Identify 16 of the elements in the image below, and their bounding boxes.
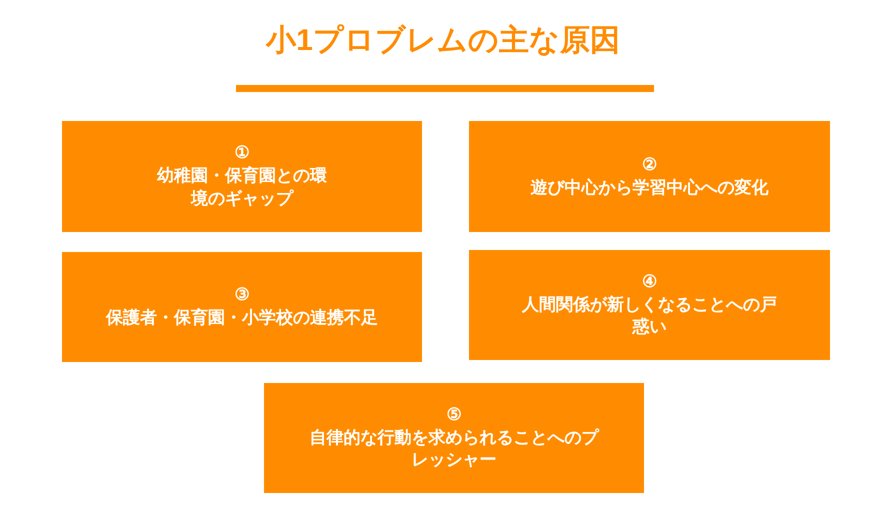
circled-number: ③ (234, 284, 250, 306)
cause-box (62, 252, 422, 362)
cause-text: 自律的な行動を求められることへのプレッシャー (308, 426, 600, 472)
cause-text: 人間関係が新しくなることへの戸惑い (522, 294, 777, 338)
title: 小1プロブレムの主な原因 (266, 22, 620, 59)
cause-box (62, 121, 422, 232)
cause-box (469, 250, 830, 360)
cause-box (469, 121, 830, 232)
circled-number: ⑤ (446, 404, 462, 426)
circled-number: ② (642, 154, 657, 176)
cause-text: 遊び中心から学習中心への変化 (530, 176, 768, 198)
circled-number: ④ (642, 270, 657, 293)
cause-text: 幼稚園・保育園との環境のギャップ (156, 165, 328, 210)
circled-number: ① (234, 142, 250, 164)
cause-box (264, 383, 644, 493)
cause-text: 保護者・保育園・小学校の連携不足 (106, 307, 378, 329)
